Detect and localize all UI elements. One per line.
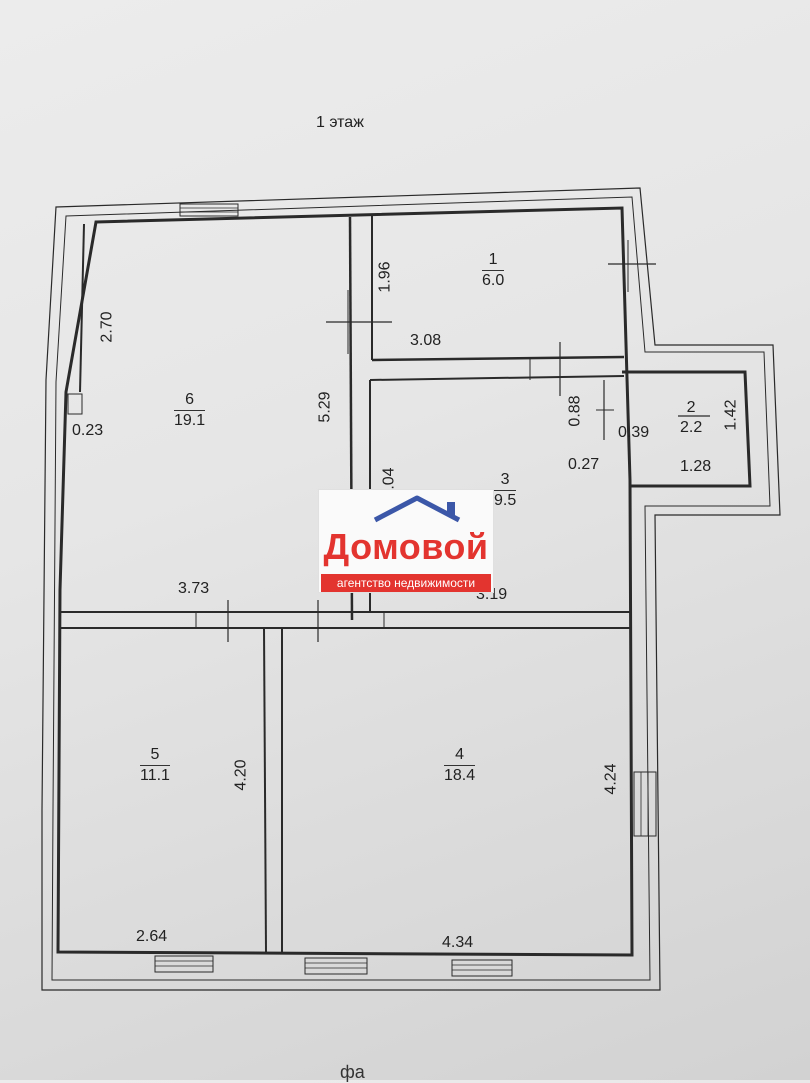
room-2-number: 2	[686, 399, 696, 416]
floor-title: 1 этаж	[316, 114, 364, 131]
room-6-number: 6	[174, 390, 206, 411]
dim-0-88: 0.88	[566, 395, 584, 427]
room2-wall	[622, 370, 752, 488]
window-left	[67, 393, 83, 415]
room-2-label: 2 2.2	[680, 398, 702, 438]
page-footer-fragment: фа	[340, 1062, 365, 1082]
window-bottom-2	[304, 957, 368, 975]
wall-6-left	[79, 223, 85, 393]
dim-4-34: 4.34	[442, 934, 474, 951]
wall-5-4	[263, 627, 267, 953]
logo-name: Домовой	[323, 526, 489, 567]
room-5-number: 5	[140, 745, 170, 766]
window-top	[179, 203, 239, 217]
room-6-area: 19.1	[174, 412, 206, 429]
room-3-area: 9.5	[494, 492, 517, 509]
wall-1-3b	[369, 375, 625, 381]
room-6-label: 6 19.1	[174, 390, 206, 431]
room-5-area: 11.1	[140, 767, 170, 784]
dim-0-23: 0.23	[72, 422, 104, 439]
window-bottom-1	[154, 955, 214, 973]
dim-0-27: 0.27	[568, 456, 600, 473]
room-1-area: 6.0	[482, 272, 505, 289]
room-4-number: 4	[444, 745, 476, 766]
room-4-label: 4 18.4	[444, 745, 476, 786]
room-3-label: 3 9.5	[494, 470, 517, 511]
wall-1-3	[371, 355, 625, 362]
dim-4-20: 4.20	[232, 759, 250, 791]
dim-0-39: 0.39	[618, 424, 650, 441]
dim-2-64: 2.64	[136, 928, 168, 945]
room-2-area: 2.2	[680, 419, 703, 436]
house-roof-icon	[373, 495, 461, 523]
outer-wall-outline-inner	[51, 196, 771, 981]
dim-3-08: 3.08	[410, 332, 442, 349]
room-5-label: 5 11.1	[140, 745, 170, 786]
dim-2-70: 2.70	[98, 311, 116, 343]
dim-5-29: 5.29	[316, 391, 334, 423]
dim-4-24: 4.24	[602, 763, 620, 795]
room-4-area: 18.4	[444, 767, 476, 784]
dim-1-42: 1.42	[722, 399, 740, 431]
dim-3-73: 3.73	[178, 580, 210, 597]
main-wall	[56, 206, 634, 957]
dim-1-28: 1.28	[680, 458, 712, 475]
window-right	[633, 771, 657, 837]
room-3-number: 3	[494, 470, 517, 491]
dim-1-96: 1.96	[376, 261, 394, 293]
outer-wall-outline	[41, 187, 781, 991]
window-bottom-3	[451, 959, 513, 977]
logo-subtitle: агентство недвижимости	[321, 574, 491, 592]
room-1-label: 1 6.0	[482, 250, 505, 291]
agency-logo: Домовой агентство недвижимости	[318, 489, 494, 593]
room-1-number: 1	[482, 250, 505, 271]
